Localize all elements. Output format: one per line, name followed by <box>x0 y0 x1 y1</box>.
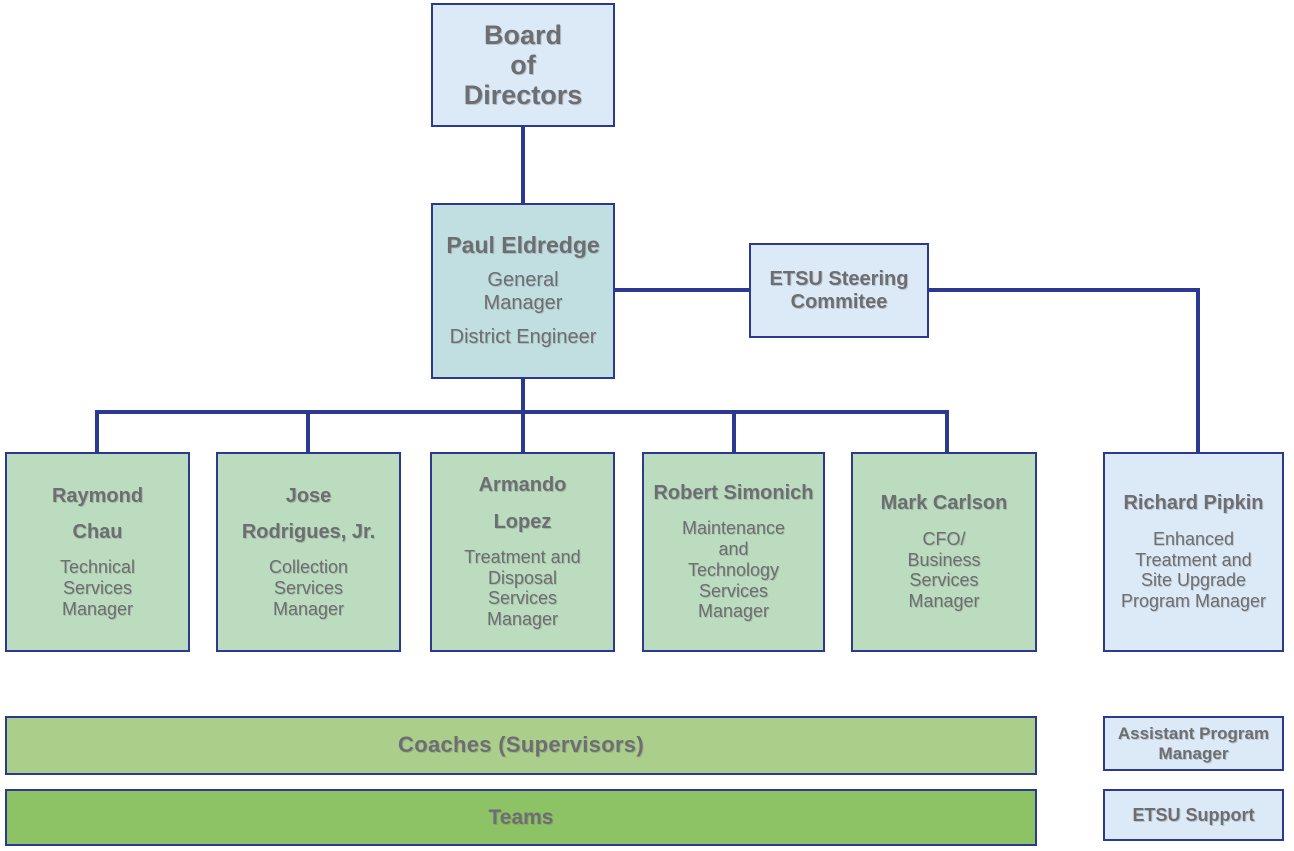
node-board-of-directors[interactable]: Board of Directors <box>431 3 615 127</box>
gm-role-line-3: District Engineer <box>449 325 597 348</box>
connector-bus-to-manager-5 <box>945 410 949 454</box>
manager-5-name: Mark Carlson <box>880 492 1008 515</box>
node-assistant-program-manager[interactable]: Assistant Program Manager <box>1103 716 1284 771</box>
node-manager-raymond-chau[interactable]: Raymond Chau Technical Services Manager <box>5 452 190 652</box>
manager-1-name: Raymond Chau <box>51 484 144 543</box>
node-program-manager-richard-pipkin[interactable]: Richard Pipkin Enhanced Treatment and Si… <box>1103 452 1284 652</box>
assistant-line-2: Manager <box>1158 743 1229 763</box>
manager-4-role: Maintenance and Technology Services Mana… <box>681 518 786 622</box>
manager-2-name: Jose Rodrigues, Jr. <box>241 484 376 543</box>
board-line-3: Directors <box>463 80 583 111</box>
connector-gm-to-bus <box>521 377 525 414</box>
manager-2-role: Collection Services Manager <box>268 557 349 619</box>
node-coaches-supervisors-bar[interactable]: Coaches (Supervisors) <box>5 716 1037 775</box>
connector-right-down-to-pipkin <box>1196 288 1200 454</box>
manager-5-role: CFO/ Business Services Manager <box>907 528 981 611</box>
etsu-support-label: ETSU Support <box>1132 804 1255 825</box>
manager-3-role: Treatment and Disposal Services Manager <box>464 547 581 630</box>
gm-role-line-2: Manager <box>483 291 563 314</box>
connector-steering-to-right <box>927 288 1200 292</box>
board-line-1: Board <box>483 19 562 50</box>
gm-role-line-1: General <box>487 268 559 291</box>
node-manager-robert-simonich[interactable]: Robert Simonich Maintenance and Technolo… <box>642 452 825 652</box>
manager-4-name: Robert Simonich <box>653 482 814 505</box>
connector-gm-to-steering <box>613 288 751 292</box>
node-manager-armando-lopez[interactable]: Armando Lopez Treatment and Disposal Ser… <box>430 452 615 652</box>
steering-line-2: Commitee <box>790 290 888 313</box>
node-etsu-support[interactable]: ETSU Support <box>1103 789 1284 841</box>
connector-bus-to-manager-3 <box>521 410 525 454</box>
coaches-label: Coaches (Supervisors) <box>398 732 644 758</box>
manager-1-role: Technical Services Manager <box>59 557 136 619</box>
pipkin-role: Enhanced Treatment and Site Upgrade Prog… <box>1120 528 1267 611</box>
node-teams-bar[interactable]: Teams <box>5 789 1037 846</box>
steering-line-1: ETSU Steering <box>769 268 909 291</box>
node-general-manager[interactable]: Paul Eldredge General Manager District E… <box>431 203 615 379</box>
node-etsu-steering-committee[interactable]: ETSU Steering Commitee <box>749 243 929 338</box>
board-line-2: of <box>510 49 536 80</box>
connector-board-to-gm <box>521 127 525 205</box>
assistant-line-1: Assistant Program <box>1117 724 1270 744</box>
manager-3-name: Armando Lopez <box>478 474 567 533</box>
teams-label: Teams <box>488 805 554 829</box>
pipkin-name: Richard Pipkin <box>1123 492 1264 515</box>
connector-bus-to-manager-4 <box>732 410 736 454</box>
node-manager-jose-rodrigues-jr[interactable]: Jose Rodrigues, Jr. Collection Services … <box>216 452 401 652</box>
gm-name: Paul Eldredge <box>446 232 600 259</box>
node-manager-mark-carlson[interactable]: Mark Carlson CFO/ Business Services Mana… <box>851 452 1037 652</box>
connector-bus-to-manager-2 <box>306 410 310 454</box>
connector-bus-to-manager-1 <box>95 410 99 454</box>
